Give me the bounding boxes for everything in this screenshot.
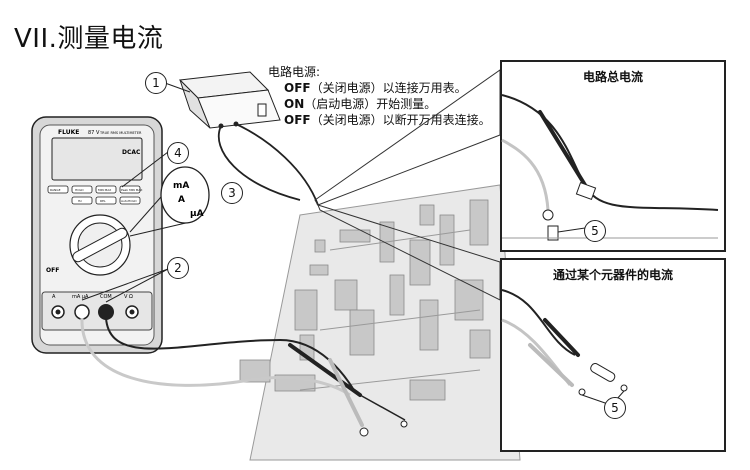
callout-1: 1 (145, 72, 167, 94)
callout-5-component: 5 (604, 397, 626, 419)
button-label: HOLD (75, 188, 84, 192)
power-supply (180, 72, 280, 129)
meter-display-text: DCAC (122, 149, 141, 156)
panel-total-current: 电路总电流 (500, 60, 726, 252)
button-label: MIN MAX (98, 188, 111, 192)
button-label: AutoHOLD (121, 199, 137, 203)
dial-label-ua: µA (190, 209, 204, 219)
callout-3: 3 (221, 182, 243, 204)
button-label: Hz (78, 199, 82, 203)
jack-label: V Ω (124, 294, 133, 300)
callout-2: 2 (167, 257, 189, 279)
jack-label: mA µA (72, 294, 89, 300)
circuit-board (240, 185, 520, 460)
callout-4: 4 (167, 142, 189, 164)
panel-title: 通过某个元器件的电流 (502, 266, 724, 283)
dial-label-ma: mA (173, 181, 189, 191)
multimeter: FLUKE 87 V TRUE RMS MULTIMETER DCAC RANG… (32, 117, 162, 353)
meter-off-label: OFF (46, 267, 59, 274)
meter-model: 87 V (88, 130, 100, 136)
dial-label-a: A (178, 195, 185, 205)
button-label: RANGE (50, 188, 61, 192)
button-label: Peak MIN MAX (121, 188, 142, 192)
meter-subtitle: TRUE RMS MULTIMETER (99, 131, 142, 135)
button-label: REL (100, 199, 106, 203)
callout-5-total: 5 (584, 220, 606, 242)
jack-label: A (52, 294, 56, 300)
panel-component-current: 通过某个元器件的电流 (500, 258, 726, 452)
meter-brand: FLUKE (58, 129, 79, 136)
jack-label: COM (100, 294, 112, 300)
panel-title: 电路总电流 (502, 68, 724, 85)
